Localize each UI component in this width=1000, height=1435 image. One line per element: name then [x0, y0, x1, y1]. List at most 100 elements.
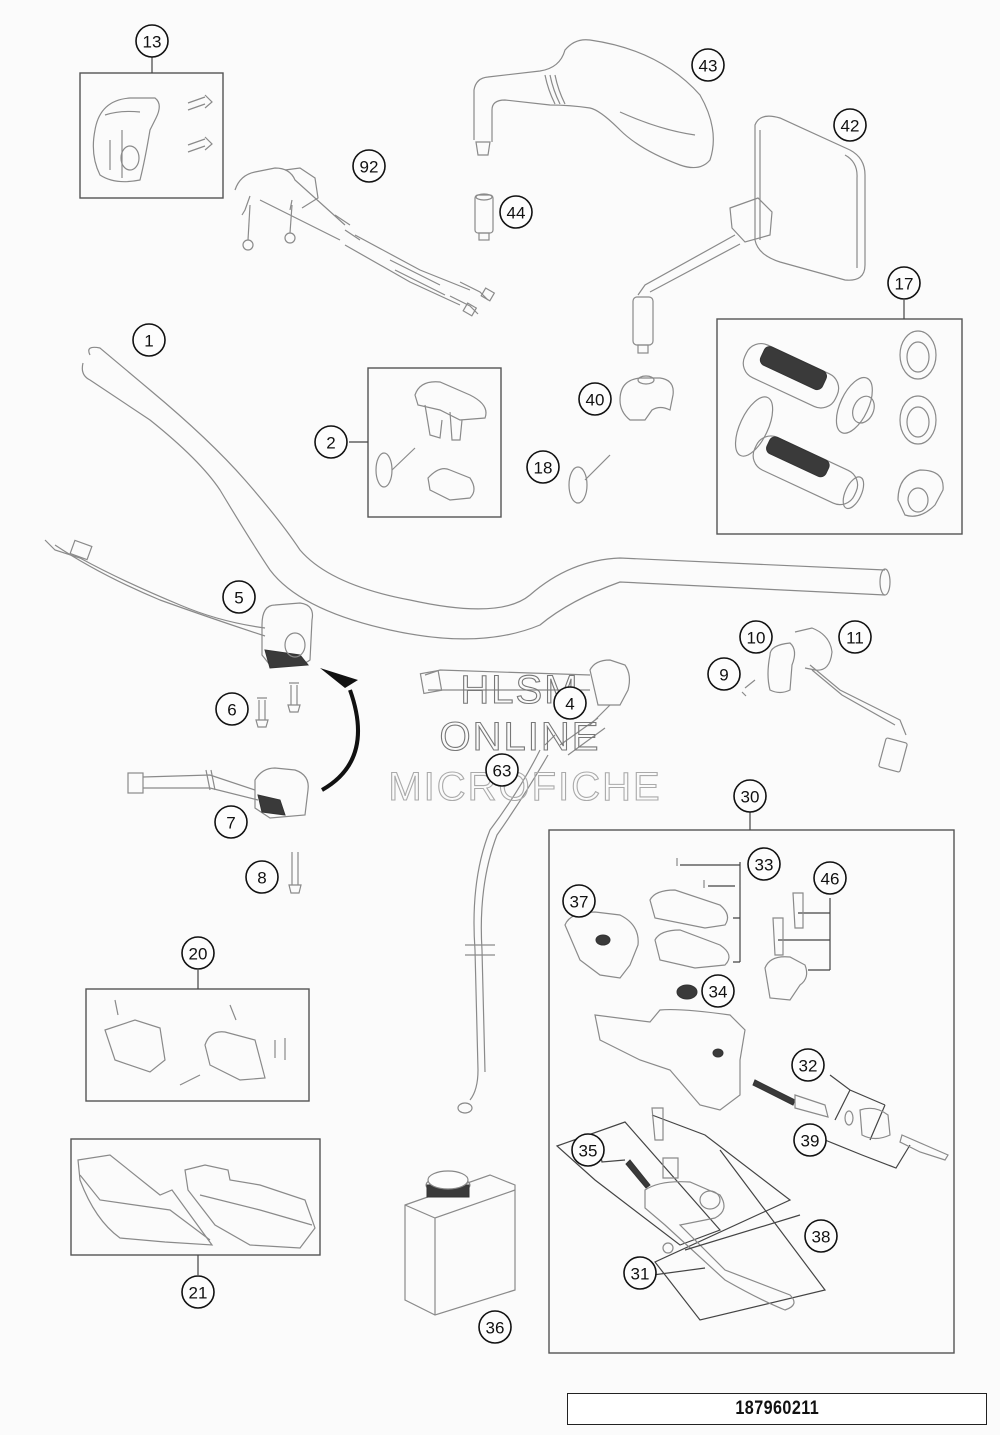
callout-17[interactable]: 17 [887, 266, 921, 300]
callout-circle[interactable] [485, 753, 519, 787]
callout-number[interactable]: 18 [534, 459, 553, 478]
callout-circle[interactable] [478, 1310, 512, 1344]
part-18-cable-tie[interactable] [568, 454, 611, 504]
callout-number[interactable]: 30 [741, 788, 760, 807]
callout-circle[interactable] [352, 149, 386, 183]
callout-circle[interactable] [739, 620, 773, 654]
callout-40[interactable]: 40 [578, 382, 612, 416]
callout-number[interactable]: 44 [507, 204, 526, 223]
callout-number[interactable]: 17 [895, 275, 914, 294]
part-20-handguard-mount-kit[interactable] [85, 970, 310, 1102]
callout-circle[interactable] [623, 1256, 657, 1290]
callout-39[interactable]: 39 [793, 1123, 827, 1157]
callout-number[interactable]: 13 [143, 33, 162, 52]
part-40-mirror-clamp[interactable] [619, 375, 674, 421]
callout-number[interactable]: 20 [189, 945, 208, 964]
callout-number[interactable]: 9 [719, 666, 728, 685]
callout-number[interactable]: 1 [144, 332, 153, 351]
part-9-screw[interactable] [741, 679, 756, 697]
callout-63[interactable]: 63 [485, 753, 519, 787]
callout-circle[interactable] [833, 108, 867, 142]
callout-number[interactable]: 11 [846, 629, 864, 648]
part-8-screw[interactable] [288, 852, 302, 894]
callout-number[interactable]: 43 [699, 57, 718, 76]
callout-34[interactable]: 34 [701, 974, 735, 1008]
callout-circle[interactable] [135, 24, 169, 58]
part-1-handlebar[interactable] [81, 346, 891, 640]
callout-number[interactable]: 34 [709, 983, 728, 1002]
callout-circle[interactable] [314, 425, 348, 459]
callout-circle[interactable] [571, 1133, 605, 1167]
part-43-left-mirror[interactable] [473, 39, 714, 169]
callout-circle[interactable] [222, 580, 256, 614]
callout-20[interactable]: 20 [181, 936, 215, 970]
part-63-clutch-hose[interactable] [457, 704, 611, 1114]
callout-circle[interactable] [701, 974, 735, 1008]
callout-7[interactable]: 7 [214, 805, 248, 839]
callout-number[interactable]: 33 [755, 856, 774, 875]
callout-37[interactable]: 37 [562, 884, 596, 918]
callout-number[interactable]: 21 [189, 1284, 208, 1303]
callout-92[interactable]: 92 [352, 149, 386, 183]
callout-1[interactable]: 1 [132, 323, 166, 357]
callout-number[interactable]: 37 [570, 893, 589, 912]
callout-circle[interactable] [526, 450, 560, 484]
callout-circle[interactable] [838, 620, 872, 654]
callout-5[interactable]: 5 [222, 580, 256, 614]
callout-31[interactable]: 31 [623, 1256, 657, 1290]
callout-circle[interactable] [499, 195, 533, 229]
callout-circle[interactable] [245, 860, 279, 894]
part-30-master-cylinder-assembly[interactable] [548, 812, 955, 1354]
part-42-right-mirror[interactable] [632, 115, 866, 354]
callout-circle[interactable] [215, 692, 249, 726]
part-44-mirror-adapter[interactable] [474, 193, 494, 241]
part-13-throttle-housing[interactable] [79, 56, 224, 199]
callout-circle[interactable] [707, 657, 741, 691]
callout-6[interactable]: 6 [215, 692, 249, 726]
callout-44[interactable]: 44 [499, 195, 533, 229]
part-21-handguards[interactable] [70, 1138, 321, 1275]
callout-number[interactable]: 40 [586, 391, 605, 410]
part-11-kill-switch[interactable] [794, 627, 908, 773]
callout-number[interactable]: 31 [631, 1265, 650, 1284]
callout-43[interactable]: 43 [691, 48, 725, 82]
callout-38[interactable]: 38 [804, 1219, 838, 1253]
part-17-grip-set[interactable] [716, 300, 963, 535]
callout-circle[interactable] [804, 1219, 838, 1253]
part-36-hydraulic-fluid[interactable] [404, 1170, 516, 1316]
callout-4[interactable]: 4 [553, 686, 587, 720]
part-5-switch[interactable] [44, 539, 314, 669]
part-10-clamp[interactable] [767, 642, 796, 694]
callout-36[interactable]: 36 [478, 1310, 512, 1344]
callout-circle[interactable] [813, 861, 847, 895]
callout-number[interactable]: 35 [579, 1142, 598, 1161]
part-2-bar-clamp-kit[interactable] [349, 367, 502, 518]
callout-32[interactable]: 32 [791, 1048, 825, 1082]
callout-number[interactable]: 10 [747, 629, 766, 648]
callout-number[interactable]: 4 [565, 695, 574, 714]
part-6-screws[interactable] [255, 682, 301, 728]
callout-circle[interactable] [181, 1275, 215, 1309]
callout-46[interactable]: 46 [813, 861, 847, 895]
callout-number[interactable]: 32 [799, 1057, 818, 1076]
callout-circle[interactable] [747, 847, 781, 881]
callout-number[interactable]: 46 [821, 870, 840, 889]
callout-circle[interactable] [793, 1123, 827, 1157]
callout-11[interactable]: 11 [838, 620, 872, 654]
callout-circle[interactable] [791, 1048, 825, 1082]
callout-10[interactable]: 10 [739, 620, 773, 654]
callout-number[interactable]: 7 [226, 814, 235, 833]
callout-circle[interactable] [887, 266, 921, 300]
callout-circle[interactable] [181, 936, 215, 970]
callout-35[interactable]: 35 [571, 1133, 605, 1167]
part-7-switch-lower[interactable] [127, 767, 309, 819]
callout-number[interactable]: 38 [812, 1228, 831, 1247]
callout-circle[interactable] [562, 884, 596, 918]
callout-21[interactable]: 21 [181, 1275, 215, 1309]
callout-2[interactable]: 2 [314, 425, 348, 459]
callout-circle[interactable] [578, 382, 612, 416]
callout-number[interactable]: 2 [326, 434, 335, 453]
callout-number[interactable]: 42 [841, 117, 860, 136]
part-92-throttle-cables[interactable] [234, 167, 496, 317]
callout-33[interactable]: 33 [747, 847, 781, 881]
